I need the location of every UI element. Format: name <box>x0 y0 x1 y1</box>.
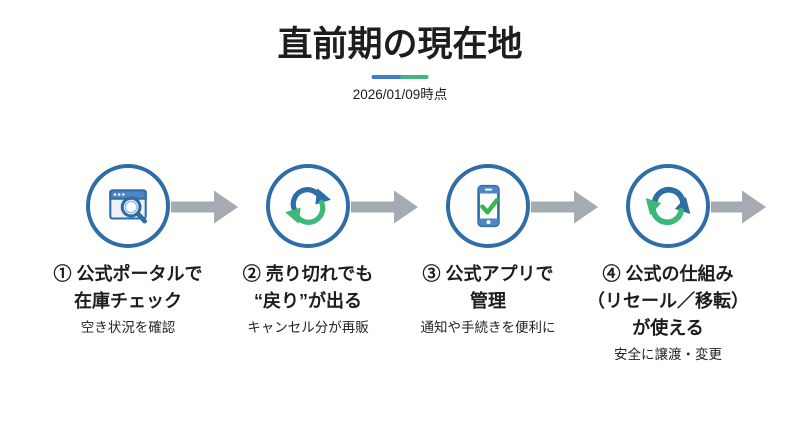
step-1-label: ① 公式ポータルで 在庫チェック <box>38 261 218 315</box>
step-3-label: ③ 公式アプリで 管理 <box>398 261 578 315</box>
step-1-circle <box>86 164 170 248</box>
step-3: ③ 公式アプリで 管理 通知や手続きを便利に <box>398 164 578 336</box>
step-2-label-line: “戻り”が出る <box>254 291 362 311</box>
step-2: ② 売り切れでも “戻り”が出る キャンセル分が再販 <box>218 164 398 336</box>
step-2-label-line: ② 売り切れでも <box>242 264 374 284</box>
flow-arrow-icon <box>531 190 598 224</box>
step-4-label-line: が使える <box>632 318 704 338</box>
step-3-circle <box>446 164 530 248</box>
flow-arrow-icon <box>171 190 238 224</box>
step-4-label-line: （リセール／移転） <box>587 291 749 311</box>
title-divider <box>371 75 429 79</box>
step-3-subtext: 通知や手続きを便利に <box>420 320 556 335</box>
step-4-subtext: 安全に譲渡・変更 <box>614 347 722 362</box>
as-of-date: 2026/01/09時点 <box>352 87 448 102</box>
flow-arrow-icon <box>711 190 766 224</box>
page-title: 直前期の現在地 <box>277 25 523 64</box>
step-4-label-line: ④ 公式の仕組み <box>602 264 734 284</box>
divider-blue-segment <box>371 75 400 79</box>
divider-green-segment <box>400 75 429 79</box>
step-4-circle <box>626 164 710 248</box>
step-3-label-line: ③ 公式アプリで <box>422 264 554 284</box>
refresh-cycle-icon <box>285 187 331 225</box>
step-1-subtext: 空き状況を確認 <box>80 320 176 335</box>
step-1-label-line: ① 公式ポータルで <box>53 264 203 284</box>
step-4: ④ 公式の仕組み （リセール／移転） が使える 安全に譲渡・変更 <box>578 164 758 363</box>
step-2-subtext: キャンセル分が再販 <box>247 320 369 335</box>
browser-search-icon <box>109 189 148 224</box>
phone-check-icon <box>477 184 500 228</box>
flow-arrow-icon <box>351 190 418 224</box>
step-4-label: ④ 公式の仕組み （リセール／移転） が使える <box>578 261 758 342</box>
step-1: ① 公式ポータルで 在庫チェック 空き状況を確認 <box>38 164 218 336</box>
resale-cycle-icon <box>645 186 691 226</box>
step-2-label: ② 売り切れでも “戻り”が出る <box>218 261 398 315</box>
step-1-label-line: 在庫チェック <box>74 291 182 311</box>
step-2-circle <box>266 164 350 248</box>
step-3-label-line: 管理 <box>470 291 506 311</box>
